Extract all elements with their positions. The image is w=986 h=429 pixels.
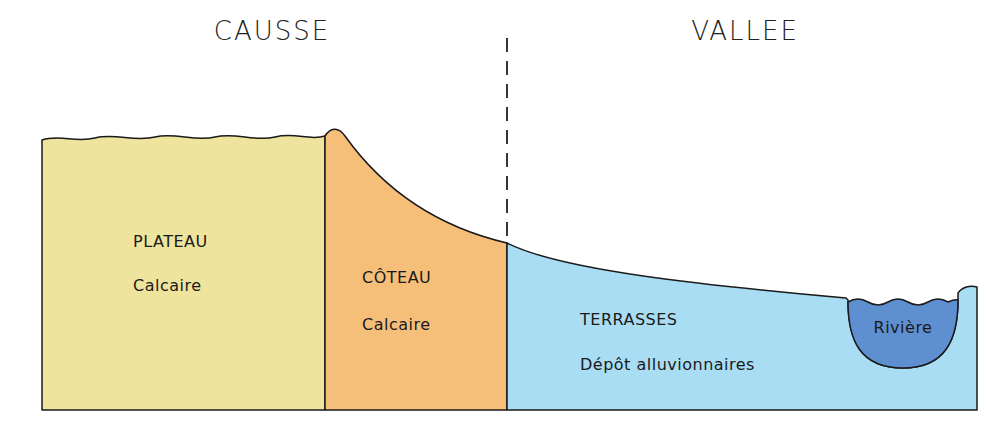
region-shape bbox=[321, 120, 511, 414]
coteau-region: CÔTEAU Calcaire bbox=[321, 120, 511, 414]
region-outline bbox=[848, 299, 958, 368]
divider-line bbox=[506, 38, 508, 243]
region-name: CÔTEAU bbox=[362, 268, 431, 287]
river-region: Rivière bbox=[843, 288, 963, 374]
plateau-region: PLATEAU Calcaire bbox=[38, 122, 329, 414]
region-material: Dépôt alluvionnaires bbox=[580, 355, 755, 374]
terrasses-region: TERRASSES Dépôt alluvionnaires Rivière bbox=[503, 228, 981, 414]
region-outline bbox=[325, 129, 507, 410]
region-name: TERRASSES bbox=[580, 310, 678, 329]
region-material: Calcaire bbox=[133, 276, 202, 295]
region-outline bbox=[507, 243, 977, 410]
region-name: PLATEAU bbox=[133, 232, 208, 251]
zone-heading: CAUSSE bbox=[214, 16, 330, 46]
region-material: Calcaire bbox=[362, 315, 431, 334]
region-shape bbox=[38, 122, 329, 414]
zone-heading: VALLEE bbox=[691, 16, 799, 46]
region-name: Rivière bbox=[874, 318, 933, 337]
region-outline bbox=[42, 135, 325, 410]
